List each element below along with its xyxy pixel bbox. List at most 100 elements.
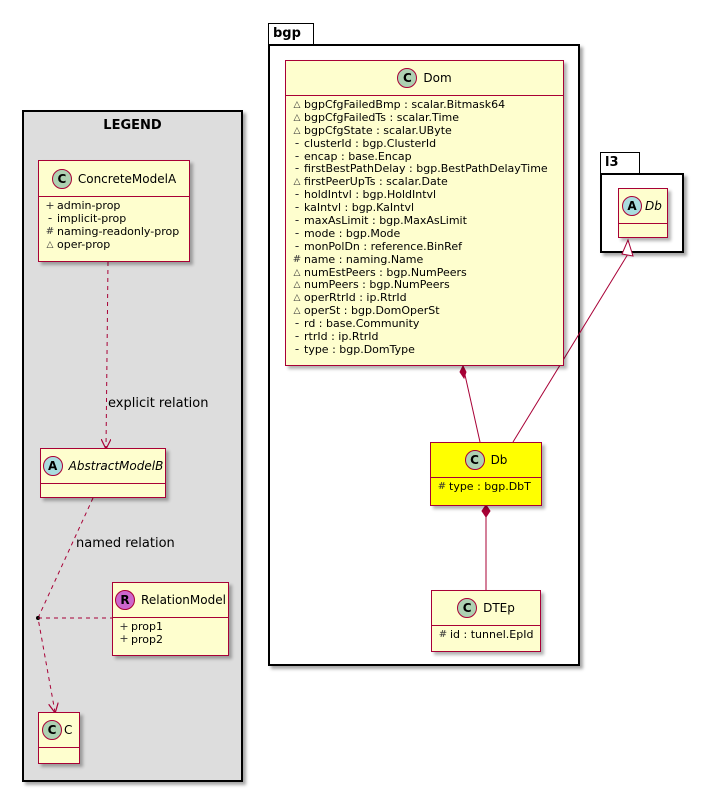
class-name: Dom xyxy=(423,71,452,85)
protected-icon xyxy=(45,226,55,239)
private-icon xyxy=(292,162,302,177)
package-icon xyxy=(292,99,302,112)
attribute-list: admin-prop implicit-prop naming-readonly… xyxy=(39,197,189,255)
attribute-text: name : naming.Name xyxy=(304,252,424,266)
attribute: numPeers : bgp.NumPeers xyxy=(292,279,559,292)
attribute: mode : bgp.Mode xyxy=(292,226,559,241)
class-name: DTEp xyxy=(483,601,515,615)
class-dtep[interactable]: C DTEp id : tunnel.EpId xyxy=(431,590,541,652)
db-generalization-line xyxy=(512,253,629,443)
attribute: encap : base.Encap xyxy=(292,149,559,164)
class-c[interactable]: C C xyxy=(38,712,80,764)
attribute-text: clusterId : bgp.ClusterId xyxy=(304,136,437,150)
attribute-list: type : bgp.DbT xyxy=(431,478,541,497)
class-header: R RelationModel xyxy=(113,583,228,617)
class-l3-db[interactable]: A Db xyxy=(618,188,668,238)
attribute: firstBestPathDelay : bgp.BestPathDelayTi… xyxy=(292,163,559,176)
attribute-text: type : bgp.DomType xyxy=(304,342,415,356)
attribute-text: bgpCfgFailedTs : scalar.Time xyxy=(304,110,459,124)
attribute-text: kaIntvl : bgp.KaIntvl xyxy=(304,201,415,215)
attribute-list: id : tunnel.EpId xyxy=(432,626,540,645)
attribute-text: bgpCfgState : scalar.UByte xyxy=(304,123,452,137)
class-header: C Dom xyxy=(286,61,563,95)
attribute: firstPeerUpTs : scalar.Date xyxy=(292,175,559,189)
attribute: type : bgp.DbT xyxy=(437,480,537,494)
class-header: A AbstractModelB xyxy=(41,449,165,483)
abstract-stereotype-icon: A xyxy=(42,456,63,476)
class-stereotype-icon: C xyxy=(51,168,72,189)
class-name: Db xyxy=(645,199,662,213)
composition-diamond xyxy=(481,504,491,518)
composition-diamond xyxy=(459,364,467,380)
class-name: C xyxy=(64,723,73,737)
attribute: naming-readonly-prop xyxy=(45,225,185,239)
class-dom[interactable]: C Dom bgpCfgFailedBmp : scalar.Bitmask64… xyxy=(285,60,564,366)
attribute-list: prop1 prop2 xyxy=(113,618,228,650)
attribute-text: rd : base.Community xyxy=(304,317,420,331)
attribute: implicit-prop xyxy=(45,212,185,227)
class-stereotype-icon: C xyxy=(397,68,418,88)
class-abstract-model-b[interactable]: A AbstractModelB xyxy=(40,448,166,498)
attribute: clusterId : bgp.ClusterId xyxy=(292,136,559,151)
class-bgp-db[interactable]: C Db type : bgp.DbT xyxy=(430,442,542,506)
attribute: rd : base.Community xyxy=(292,317,559,331)
attribute: monPolDn : reference.BinRef xyxy=(292,239,559,254)
class-header: C C xyxy=(39,713,79,747)
private-icon xyxy=(45,212,55,227)
class-header: C Db xyxy=(431,443,541,477)
package-icon xyxy=(292,279,302,292)
protected-icon xyxy=(292,254,302,267)
attribute: prop2 xyxy=(119,633,224,647)
attribute-text: firstBestPathDelay : bgp.BestPathDelayTi… xyxy=(304,162,548,176)
protected-icon xyxy=(438,629,448,642)
class-relation-model[interactable]: R RelationModel prop1 prop2 xyxy=(112,582,229,656)
attribute-text: mode : bgp.Mode xyxy=(304,226,401,240)
class-name: RelationModel xyxy=(141,593,226,607)
dom-db-composition xyxy=(462,365,481,443)
generalization-arrowhead xyxy=(621,238,634,257)
explicit-relation-line xyxy=(106,261,108,448)
attribute-text: bgpCfgFailedBmp : scalar.Bitmask64 xyxy=(304,98,506,111)
attribute-text: numPeers : bgp.NumPeers xyxy=(304,278,450,292)
package-icon xyxy=(292,292,302,305)
class-concrete-model-a[interactable]: C ConcreteModelA admin-prop implicit-pro… xyxy=(38,160,190,262)
class-name: Db xyxy=(490,453,508,467)
attribute-text: operSt : bgp.DomOperSt xyxy=(304,304,440,318)
attribute: rtrId : ip.RtrId xyxy=(292,330,559,344)
relation-stereotype-icon: R xyxy=(115,590,136,610)
abstract-stereotype-icon: A xyxy=(622,196,642,216)
named-relation-label: named relation xyxy=(76,536,175,551)
attribute: bgpCfgFailedBmp : scalar.Bitmask64 xyxy=(292,98,559,112)
named-relation-line xyxy=(37,497,94,712)
class-stereotype-icon: C xyxy=(457,598,478,618)
class-header: C DTEp xyxy=(432,591,540,625)
package-icon xyxy=(45,239,55,252)
attribute-list: bgpCfgFailedBmp : scalar.Bitmask64bgpCfg… xyxy=(286,96,563,360)
attribute: maxAsLimit : bgp.MaxAsLimit xyxy=(292,214,559,228)
attribute-text: monPolDn : reference.BinRef xyxy=(304,239,462,253)
attribute: prop1 xyxy=(119,620,224,634)
class-name: AbstractModelB xyxy=(68,459,164,473)
attribute-text: encap : base.Encap xyxy=(304,149,412,163)
attribute: bgpCfgFailedTs : scalar.Time xyxy=(292,110,559,125)
attribute: admin-prop xyxy=(45,199,185,213)
attribute: numEstPeers : bgp.NumPeers xyxy=(292,265,559,280)
public-icon xyxy=(119,633,129,647)
attribute-text: numEstPeers : bgp.NumPeers xyxy=(304,265,467,279)
attribute: oper-prop xyxy=(45,238,185,252)
attribute: bgpCfgState : scalar.UByte xyxy=(292,123,559,138)
package-icon xyxy=(292,112,302,125)
class-header: C ConcreteModelA xyxy=(39,161,189,196)
explicit-relation-label: explicit relation xyxy=(108,396,209,411)
attribute-text: rtrId : ip.RtrId xyxy=(304,330,379,344)
attribute: holdIntvl : bgp.HoldIntvl xyxy=(292,188,559,202)
package-name: l3 xyxy=(605,155,619,170)
attribute: id : tunnel.EpId xyxy=(438,628,536,642)
attribute: type : bgp.DomType xyxy=(292,342,559,357)
package-name: bgp xyxy=(273,26,301,41)
class-stereotype-icon: C xyxy=(42,720,62,740)
attribute-text: maxAsLimit : bgp.MaxAsLimit xyxy=(304,214,467,228)
class-name: ConcreteModelA xyxy=(77,171,177,186)
